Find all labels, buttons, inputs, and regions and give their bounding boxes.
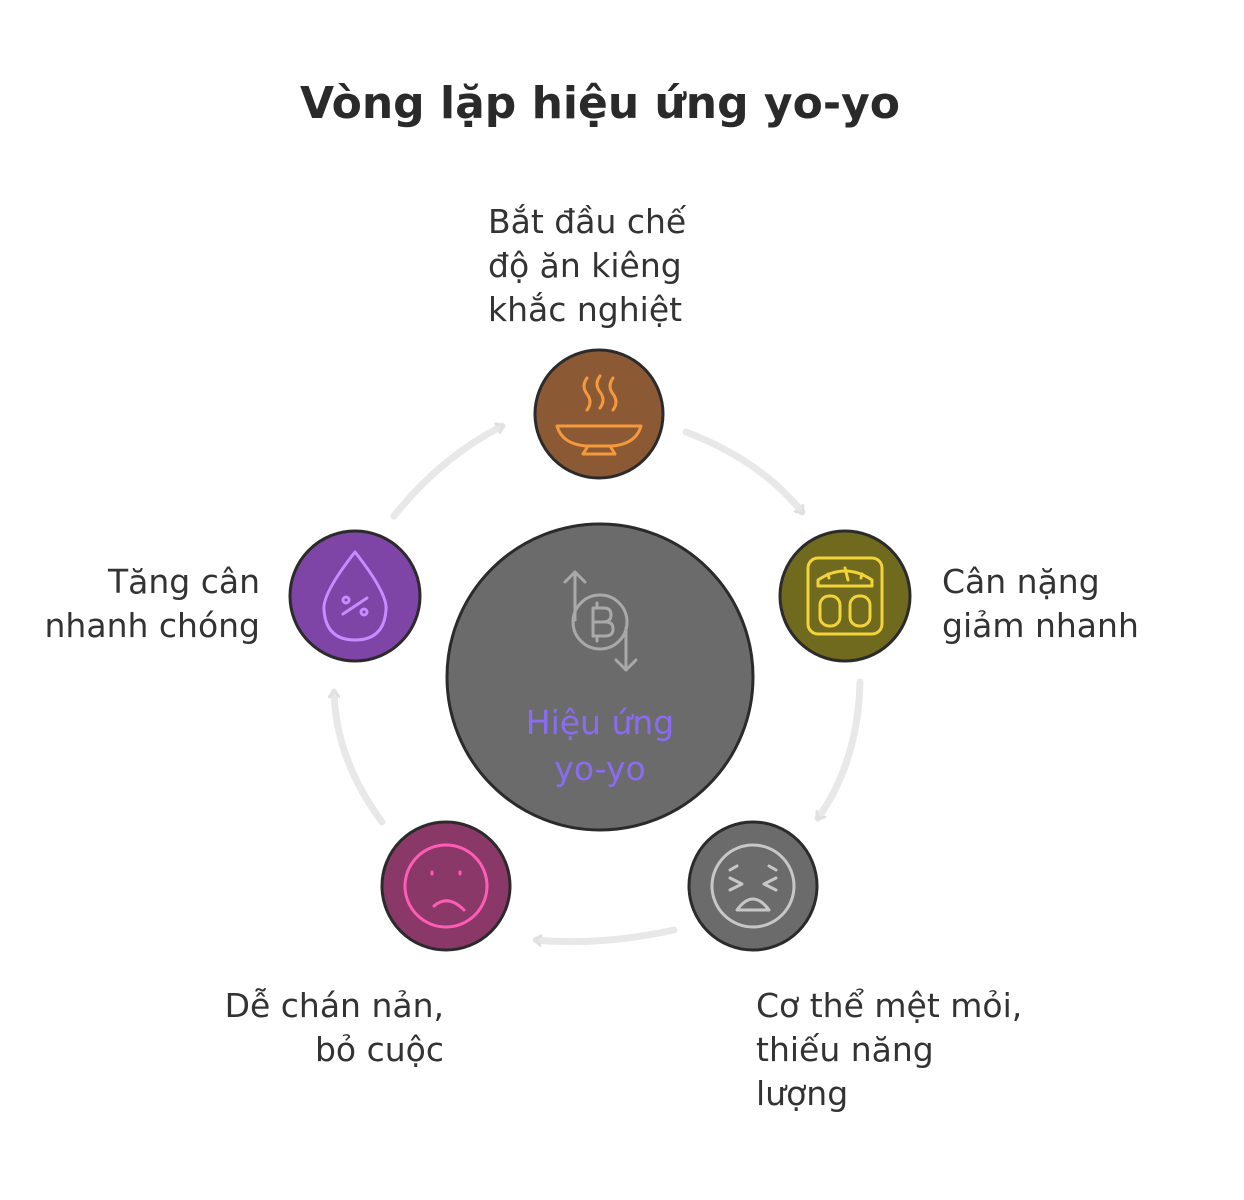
center-circle <box>445 522 755 832</box>
cycle-arrows <box>334 426 864 942</box>
scale-icon <box>806 556 884 636</box>
bitcoin-exchange-icon <box>563 570 638 672</box>
step-node-weight-loss <box>778 529 912 663</box>
step-label-weight-loss: Cân nặng giảm nhanh <box>942 562 1139 645</box>
step-node-weight-gain <box>288 529 422 663</box>
step-label-weight-gain: Tăng cân nhanh chóng <box>44 562 260 645</box>
center-node <box>445 522 755 832</box>
step-node-start-diet <box>533 348 665 480</box>
step-label-fatigue: Cơ thể mệt mỏi, thiếu năng lượng <box>756 986 1023 1113</box>
step-circle-give-up <box>380 820 512 952</box>
step-circle-weight-gain <box>288 529 422 663</box>
sad-face-icon <box>403 843 489 929</box>
tired-face-icon <box>710 843 796 929</box>
step-circle-weight-loss <box>778 529 912 663</box>
arrow-weight-gain-to-start <box>390 426 506 520</box>
arrow-give-up-to-weight-gain <box>334 688 386 826</box>
arrow-fatigue-to-give-up <box>532 926 678 942</box>
step-label-start-diet: Bắt đầu chế độ ăn kiêng khắc nghiệt <box>488 202 687 329</box>
step-node-fatigue <box>687 820 819 952</box>
hot-bowl-icon <box>555 374 643 456</box>
arrow-weight-loss-to-fatigue <box>814 678 864 822</box>
arrow-start-to-weight-loss <box>682 428 806 516</box>
step-label-give-up: Dễ chán nản, bỏ cuộc <box>224 986 444 1069</box>
page-title: Vòng lặp hiệu ứng yo-yo <box>299 78 901 129</box>
step-circle-fatigue <box>687 820 819 952</box>
step-circle-start-diet <box>533 348 665 480</box>
percent-drop-icon <box>322 550 388 642</box>
center-label: Hiệu ứng yo-yo <box>525 703 675 788</box>
step-node-give-up <box>380 820 512 952</box>
